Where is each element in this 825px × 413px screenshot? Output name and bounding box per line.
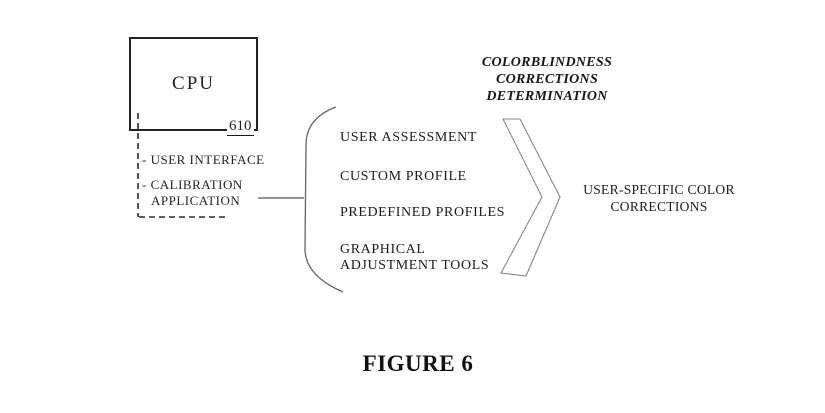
module-user-interface: - USER INTERFACE — [142, 152, 265, 167]
cpu-box — [129, 37, 258, 131]
method-item-user-assessment: USER ASSESSMENT — [340, 130, 477, 145]
method-item-graphical-adjustment-tools: GRAPHICAL ADJUSTMENT TOOLS — [340, 242, 490, 273]
ref-number-610: 610 — [227, 118, 254, 136]
method-item-predefined-profiles: PREDEFINED PROFILES — [340, 205, 506, 220]
cpu-label: CPU — [172, 73, 215, 94]
process-title: COLORBLINDNESS CORRECTIONS DETERMINATION — [481, 55, 613, 104]
figure-caption: FIGURE 6 — [362, 351, 474, 376]
module-calibration-application: - CALIBRATION APPLICATION — [142, 177, 243, 208]
flow-chevron-arrow-icon — [500, 118, 561, 277]
method-item-custom-profile: CUSTOM PROFILE — [340, 169, 467, 184]
grouping-brace — [304, 106, 344, 293]
output-label: USER-SPECIFIC COLOR CORRECTIONS — [583, 182, 735, 214]
